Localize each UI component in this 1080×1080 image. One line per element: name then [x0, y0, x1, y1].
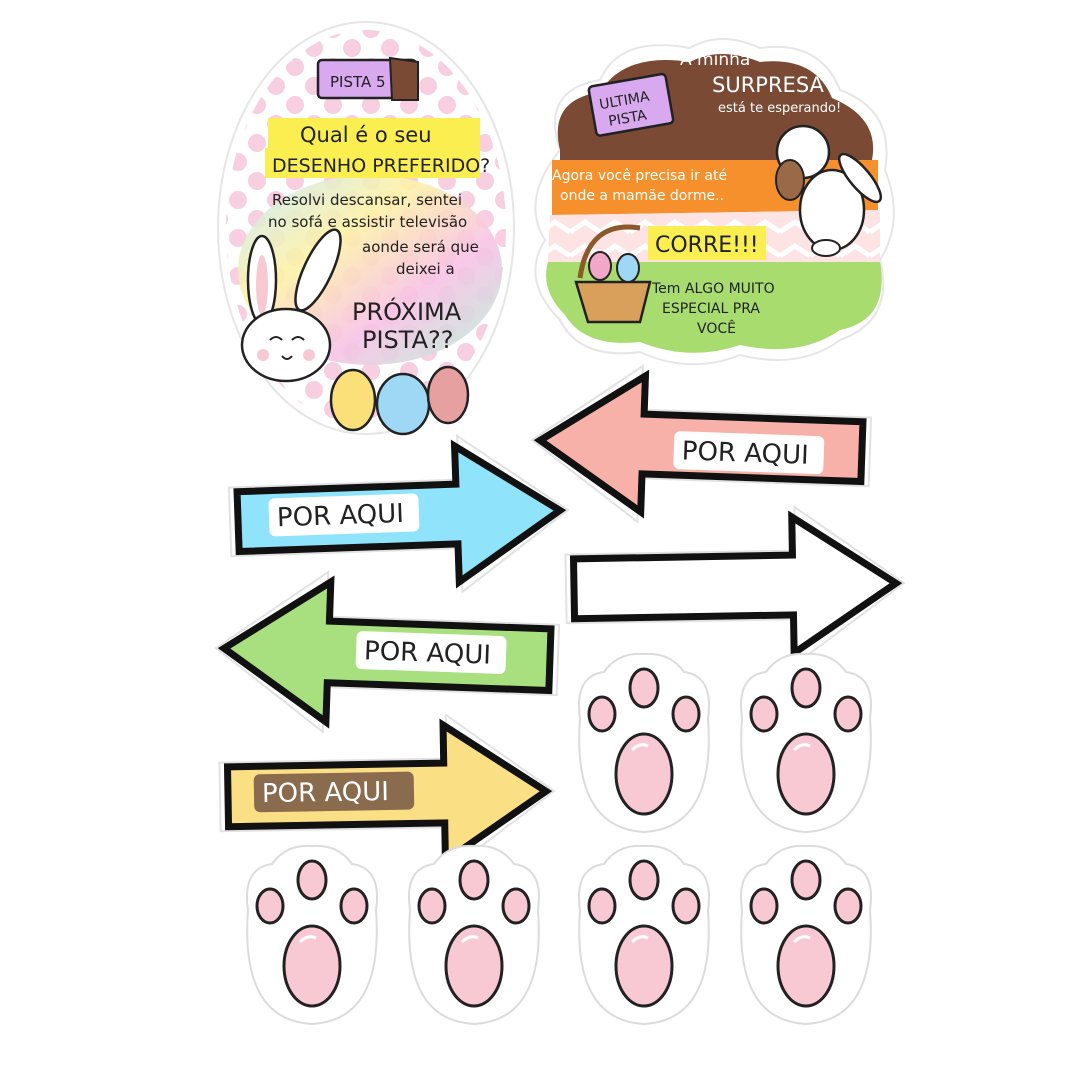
clue-card-ultima-pista: A minha SURPRESA está te esperando! ULTI… — [534, 38, 895, 366]
paw-print-icon — [246, 844, 378, 1026]
body-line-2: onde a mamãe dorme.. — [560, 188, 724, 204]
header-line-2: SURPRESA — [712, 73, 825, 97]
arrow-label: POR AQUI — [681, 436, 809, 470]
body-line-2: no sofá e assistir televisão — [268, 213, 467, 231]
next-clue-line-2: PISTA?? — [362, 326, 453, 354]
paw-print-icon — [740, 652, 872, 834]
basket-illustration — [574, 224, 652, 324]
arrow-label-background — [268, 493, 420, 537]
footer-line-2: ESPECIAL PRA — [662, 301, 760, 317]
header-line-1: A minha — [680, 50, 750, 70]
body-line-1: Agora você precisa ir até — [552, 168, 727, 184]
paw-print-icon — [740, 844, 872, 1026]
paw-print-icon — [408, 844, 540, 1026]
arrow-right-3 — [564, 505, 906, 665]
body-line-3: aonde será que — [362, 238, 479, 256]
shout-text: CORRE!!! — [655, 233, 759, 258]
arrow-label: POR AQUI — [276, 499, 404, 533]
next-clue-line-1: PRÓXIMA — [352, 296, 462, 326]
badge-label: PISTA 5 — [330, 73, 386, 91]
footer-line-3: VOCÊ — [697, 319, 736, 337]
header-line-3: está te esperando! — [718, 101, 841, 116]
arrow-label: POR AQUI — [262, 777, 389, 809]
arrow-body — [569, 510, 903, 660]
question-line-1: Qual é o seu — [300, 123, 432, 147]
arrow-right-1: POR AQUI — [227, 434, 570, 594]
badge-line-2: PISTA — [607, 107, 648, 130]
paw-print-icon — [578, 844, 710, 1026]
paw-print-icon — [578, 652, 710, 834]
arrow-right-5: POR AQUI — [218, 713, 556, 873]
arrow-label-background — [673, 431, 825, 475]
arrow-left-4: POR AQUI — [214, 569, 561, 734]
question-line-2: DESENHO PREFERIDO? — [272, 155, 490, 177]
arrow-left-2: POR AQUI — [530, 364, 873, 524]
arrow-label-background — [355, 631, 507, 674]
badge-chocolate-bar: PISTA 5 — [316, 56, 419, 101]
footer-line-1: Tem ALGO MUITO — [651, 281, 775, 297]
arrow-label-background — [253, 771, 415, 813]
clue-card-pista-5: PISTA 5 Qual é o seu DESENHO PREFERIDO? … — [217, 21, 515, 436]
paw-prints-layer — [246, 652, 872, 1026]
body-line-1: Resolvi descansar, sentei — [272, 191, 462, 209]
arrow-label: POR AQUI — [364, 636, 492, 670]
bunny-illustration — [240, 228, 342, 383]
easter-eggs-illustration — [329, 365, 470, 436]
body-line-4: deixei a — [396, 260, 455, 278]
bunny-with-egg-illustration — [775, 124, 882, 257]
ultima-pista-badge: ULTIMA PISTA — [587, 72, 675, 137]
arrows-layer: POR AQUI POR AQUI POR AQUI POR AQUI — [214, 364, 906, 873]
